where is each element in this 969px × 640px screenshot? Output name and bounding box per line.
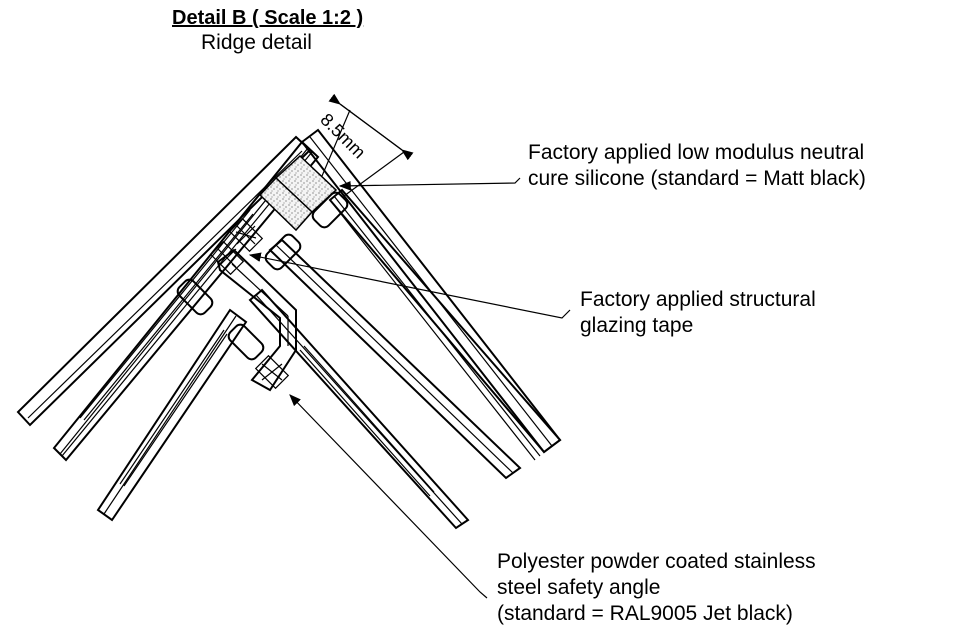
callout-angle-line1: Polyester powder coated stainless <box>497 550 816 573</box>
hollow-profiles <box>176 191 349 361</box>
leader-lines <box>248 177 571 599</box>
safety-angle <box>216 248 297 392</box>
callout-tape-line1: Factory applied structural <box>580 288 816 311</box>
callout-angle-line2: steel safety angle <box>497 576 661 599</box>
callout-silicone-line2: cure silicone (standard = Matt black) <box>528 167 866 190</box>
silicone-seal <box>258 154 338 232</box>
drawing-subtitle: Ridge detail <box>201 31 312 54</box>
callout-tape-line2: glazing tape <box>580 314 694 337</box>
left-inner-pane <box>96 308 248 522</box>
dimension-8-5mm <box>321 93 414 197</box>
callout-silicone-line1: Factory applied low modulus neutral <box>528 141 865 164</box>
drawing-title: Detail B ( Scale 1:2 ) <box>172 7 364 29</box>
callout-angle-line3: (standard = RAL9005 Jet black) <box>497 602 793 625</box>
